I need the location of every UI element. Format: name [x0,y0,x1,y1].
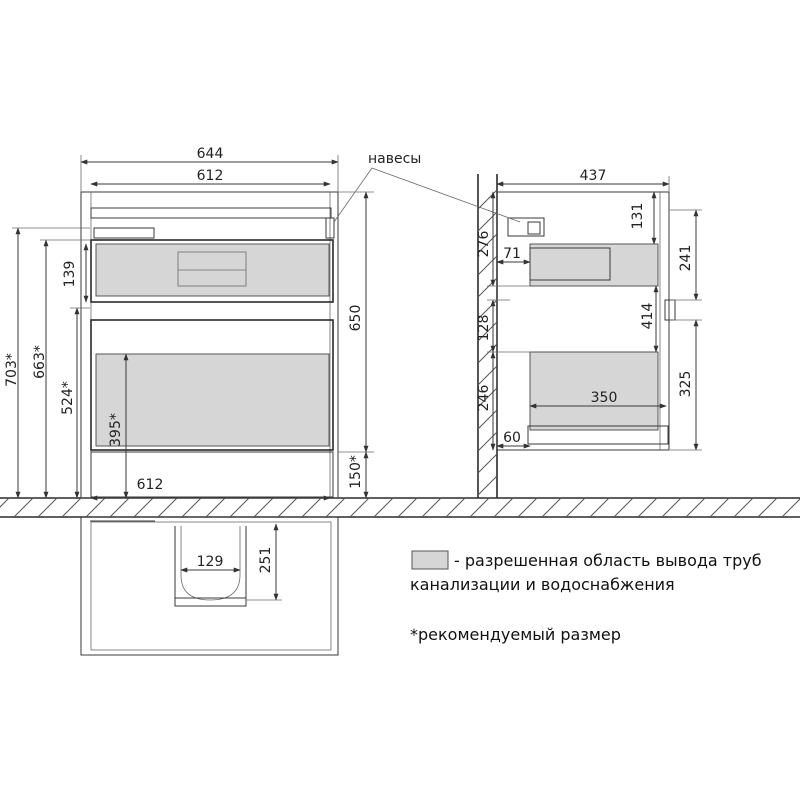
dim-drawer-inset: 71 [503,246,521,262]
lower-drawer [90,319,334,451]
dim-leg-height: 150* [348,455,364,489]
hinge-part [507,217,545,237]
dim-right-bottom: 325 [678,371,694,398]
hatch-line [157,497,178,518]
hatch-line [709,497,730,518]
hatch-line [349,497,370,518]
dim-right-top: 241 [678,245,694,272]
hatch-line [477,431,498,452]
hatch-line [661,497,682,518]
dim-bottom-offset: 60 [503,430,521,446]
legend-line-2: канализации и водоснабжения [410,575,675,594]
hatch-line [325,497,346,518]
dim-drawer-depth: 350 [591,390,618,406]
hatch-line [277,497,298,518]
hatch-line [421,497,442,518]
legend-line-1: - разрешенная область вывода труб [454,551,762,570]
dim-bottom-block: 246 [476,385,492,412]
floor-hatching [0,497,800,518]
hatch-line [477,255,498,276]
hatch-line [85,497,106,518]
hatch-line [477,475,498,496]
hatch-line [517,497,538,518]
dim-cutout-depth: 251 [258,547,274,574]
top-body-outline [80,516,339,656]
hatch-line [637,497,658,518]
hatch-line [133,497,154,518]
hatch-line [781,498,800,518]
dim-top-offset: 131 [630,203,646,230]
side-body-outline [496,191,670,451]
dimension-labels: 644 612 703* 663* 524* 139 395* 612 650 … [4,146,694,573]
lower-pipe-zone [95,353,330,447]
hatch-line [445,497,466,518]
hatch-line [613,497,634,518]
dim-height-cabinet: 650 [348,305,364,332]
hatch-line [589,497,610,518]
hatch-line [757,497,778,518]
dim-cutout-width: 129 [197,554,224,570]
legend-footnote: *рекомендуемый размер [410,625,621,644]
hatch-line [469,497,490,518]
hatch-line [477,343,498,364]
hatch-line [477,189,498,210]
dimension-lines [12,155,702,601]
hinges-label: навесы [368,151,421,167]
hatch-line [477,211,498,232]
upper-drawer [90,239,334,303]
dim-pipe-zone-height: 395* [108,413,124,447]
legend-swatch [411,550,449,570]
hatch-line [565,497,586,518]
dim-middle-block: 128 [476,315,492,342]
hatch-line [733,497,754,518]
dim-depth: 437 [580,168,607,184]
dim-pipe-zone-width: 612 [137,477,164,493]
hatch-line [477,277,498,298]
hatch-line [477,409,498,430]
side-lower-zone [529,351,659,431]
dim-mid-height: 414 [640,303,656,330]
hatch-line [229,497,250,518]
top-view [80,516,339,656]
dim-height-body: 524* [60,381,76,415]
hatch-line [493,497,514,518]
dim-height-top: 663* [32,345,48,379]
legend: - разрешенная область вывода труб канали… [410,550,762,644]
dim-top-zone: 276 [476,231,492,258]
hatch-line [301,497,322,518]
dim-width-outer: 644 [197,146,224,162]
hatch-line [61,497,82,518]
dim-height-total: 703* [4,353,20,387]
hatch-line [373,497,394,518]
hatch-line [685,497,706,518]
hatch-line [477,453,498,474]
hatch-line [205,497,226,518]
hatch-line [397,497,418,518]
hatch-line [13,497,34,518]
dim-drawer-height: 139 [62,261,78,288]
hatch-line [0,497,10,508]
front-view [80,191,339,499]
dim-width-inner: 612 [197,168,224,184]
hatch-line [37,497,58,518]
hatch-line [253,497,274,518]
side-upper-zone [529,243,659,287]
hatch-line [109,497,130,518]
hatch-line [541,497,562,518]
hatch-line [477,365,498,386]
hatch-line [181,497,202,518]
floor [0,497,800,518]
